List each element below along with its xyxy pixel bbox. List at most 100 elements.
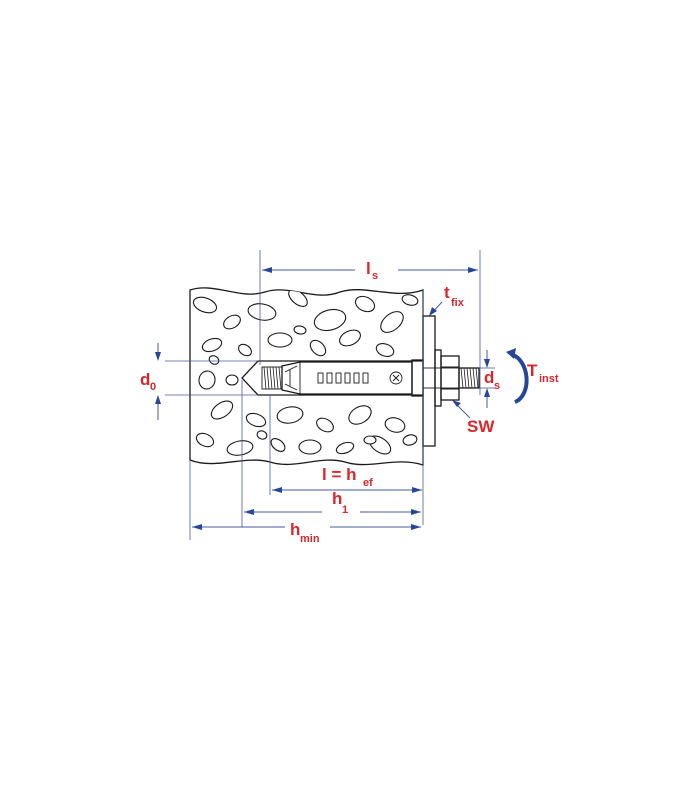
dim-ds xyxy=(484,350,490,408)
label-tfix: t fix xyxy=(444,283,465,309)
fixture-plate xyxy=(422,315,436,447)
aggregate-stone xyxy=(225,374,239,386)
label-hmin-sub: min xyxy=(300,533,320,545)
anchor-logo-mark xyxy=(389,371,403,385)
aggregate-stone xyxy=(339,329,361,347)
aggregate-stone xyxy=(354,295,376,313)
label-hef: l = h ef xyxy=(322,465,373,489)
aggregate-stone xyxy=(293,325,307,335)
aggregate-stone xyxy=(247,303,277,321)
label-ds-sub: s xyxy=(494,380,500,392)
dimension-arrow-icon xyxy=(262,267,272,273)
label-tfix-sub: fix xyxy=(451,297,465,309)
dimension-arrow-icon xyxy=(272,487,282,493)
aggregate-stone xyxy=(270,438,286,452)
torque-arrow-icon xyxy=(506,348,529,404)
aggregate-stone xyxy=(335,441,355,455)
dimension-arrow-icon xyxy=(468,267,478,273)
dimension-arrow-icon xyxy=(484,359,490,368)
aggregate-stone xyxy=(288,289,308,307)
label-tinst-main: T xyxy=(527,361,538,380)
label-h1-sub: 1 xyxy=(342,504,348,516)
aggregate-stone xyxy=(276,406,304,424)
sleeve-slot xyxy=(353,372,360,384)
aggregate-stone xyxy=(316,417,334,433)
aggregate-stone xyxy=(210,400,234,420)
dimension-arrow-icon xyxy=(411,509,421,515)
anchor xyxy=(261,315,480,447)
sleeve-slot xyxy=(317,372,324,384)
sleeve-slot xyxy=(362,372,369,384)
label-h1: h 1 xyxy=(332,489,348,516)
aggregate-stone xyxy=(256,430,268,440)
aggregate-stone xyxy=(348,405,372,425)
dimension-arrow-icon xyxy=(155,352,161,361)
nut xyxy=(440,355,460,401)
washer xyxy=(434,349,442,407)
aggregate-stone xyxy=(402,434,418,446)
bolt-thread-outer xyxy=(422,367,480,389)
aggregate-stone xyxy=(380,311,404,333)
sleeve-slots xyxy=(317,372,369,384)
aggregate-stone xyxy=(298,439,322,455)
dimension-arrow-icon xyxy=(452,400,461,407)
dimension-arrow-icon xyxy=(244,509,254,515)
aggregate-stone xyxy=(309,339,327,357)
label-ls-sub: s xyxy=(372,270,378,282)
label-h1-main: h xyxy=(332,489,342,508)
concrete-aggregates xyxy=(192,289,419,456)
label-hef-main: l = h xyxy=(322,465,356,484)
label-tinst-sub: inst xyxy=(539,373,559,385)
aggregate-stone xyxy=(363,435,377,445)
aggregate-stone xyxy=(201,337,223,353)
aggregate-stone xyxy=(313,308,347,332)
label-ds-main: d xyxy=(484,368,494,387)
label-d0-main: d xyxy=(140,370,150,389)
dim-hmin xyxy=(192,524,421,530)
dimension-arrow-icon xyxy=(192,524,202,530)
dim-ls xyxy=(262,267,478,273)
aggregate-stone xyxy=(245,412,267,428)
label-hmin-main: h xyxy=(290,520,300,539)
dim-h1 xyxy=(244,509,421,515)
sleeve-slot xyxy=(344,372,351,384)
aggregate-stone xyxy=(198,370,216,390)
sleeve-slot xyxy=(335,372,342,384)
label-ls: l s xyxy=(366,259,378,282)
dim-d0 xyxy=(155,343,161,420)
dimension-arrow-icon xyxy=(429,307,437,316)
label-ls-main: l xyxy=(366,259,371,278)
label-hef-sub: ef xyxy=(363,477,373,489)
label-tinst: T inst xyxy=(527,361,559,385)
dimension-arrow-icon xyxy=(155,395,161,404)
aggregate-stone xyxy=(208,355,220,365)
label-sw: SW xyxy=(467,417,495,436)
dimension-arrow-icon xyxy=(484,388,490,397)
dim-hef xyxy=(272,487,422,493)
aggregate-stone xyxy=(226,440,254,456)
dim-sw xyxy=(452,400,471,419)
sleeve-slot xyxy=(326,372,333,384)
dim-tfix xyxy=(429,301,443,316)
aggregate-stone xyxy=(192,296,218,314)
dimension-arrow-icon xyxy=(411,524,421,530)
aggregate-stone xyxy=(384,417,406,433)
aggregate-stone xyxy=(267,332,293,348)
label-tfix-main: t xyxy=(444,283,450,302)
aggregate-stone xyxy=(238,343,252,357)
aggregate-stone xyxy=(195,432,215,448)
label-d0-sub: 0 xyxy=(150,381,156,393)
bolt-thread-inner xyxy=(261,366,283,390)
label-ds: d s xyxy=(484,368,500,392)
concrete-block xyxy=(189,287,424,466)
aggregate-stone xyxy=(223,314,241,330)
label-d0: d 0 xyxy=(140,370,156,393)
label-sw-main: SW xyxy=(467,417,495,436)
extension-lines xyxy=(165,250,495,540)
aggregate-stone xyxy=(375,343,395,357)
label-hmin: h min xyxy=(290,520,320,545)
dimension-arrow-icon xyxy=(412,487,422,493)
aggregate-stone xyxy=(401,294,419,306)
